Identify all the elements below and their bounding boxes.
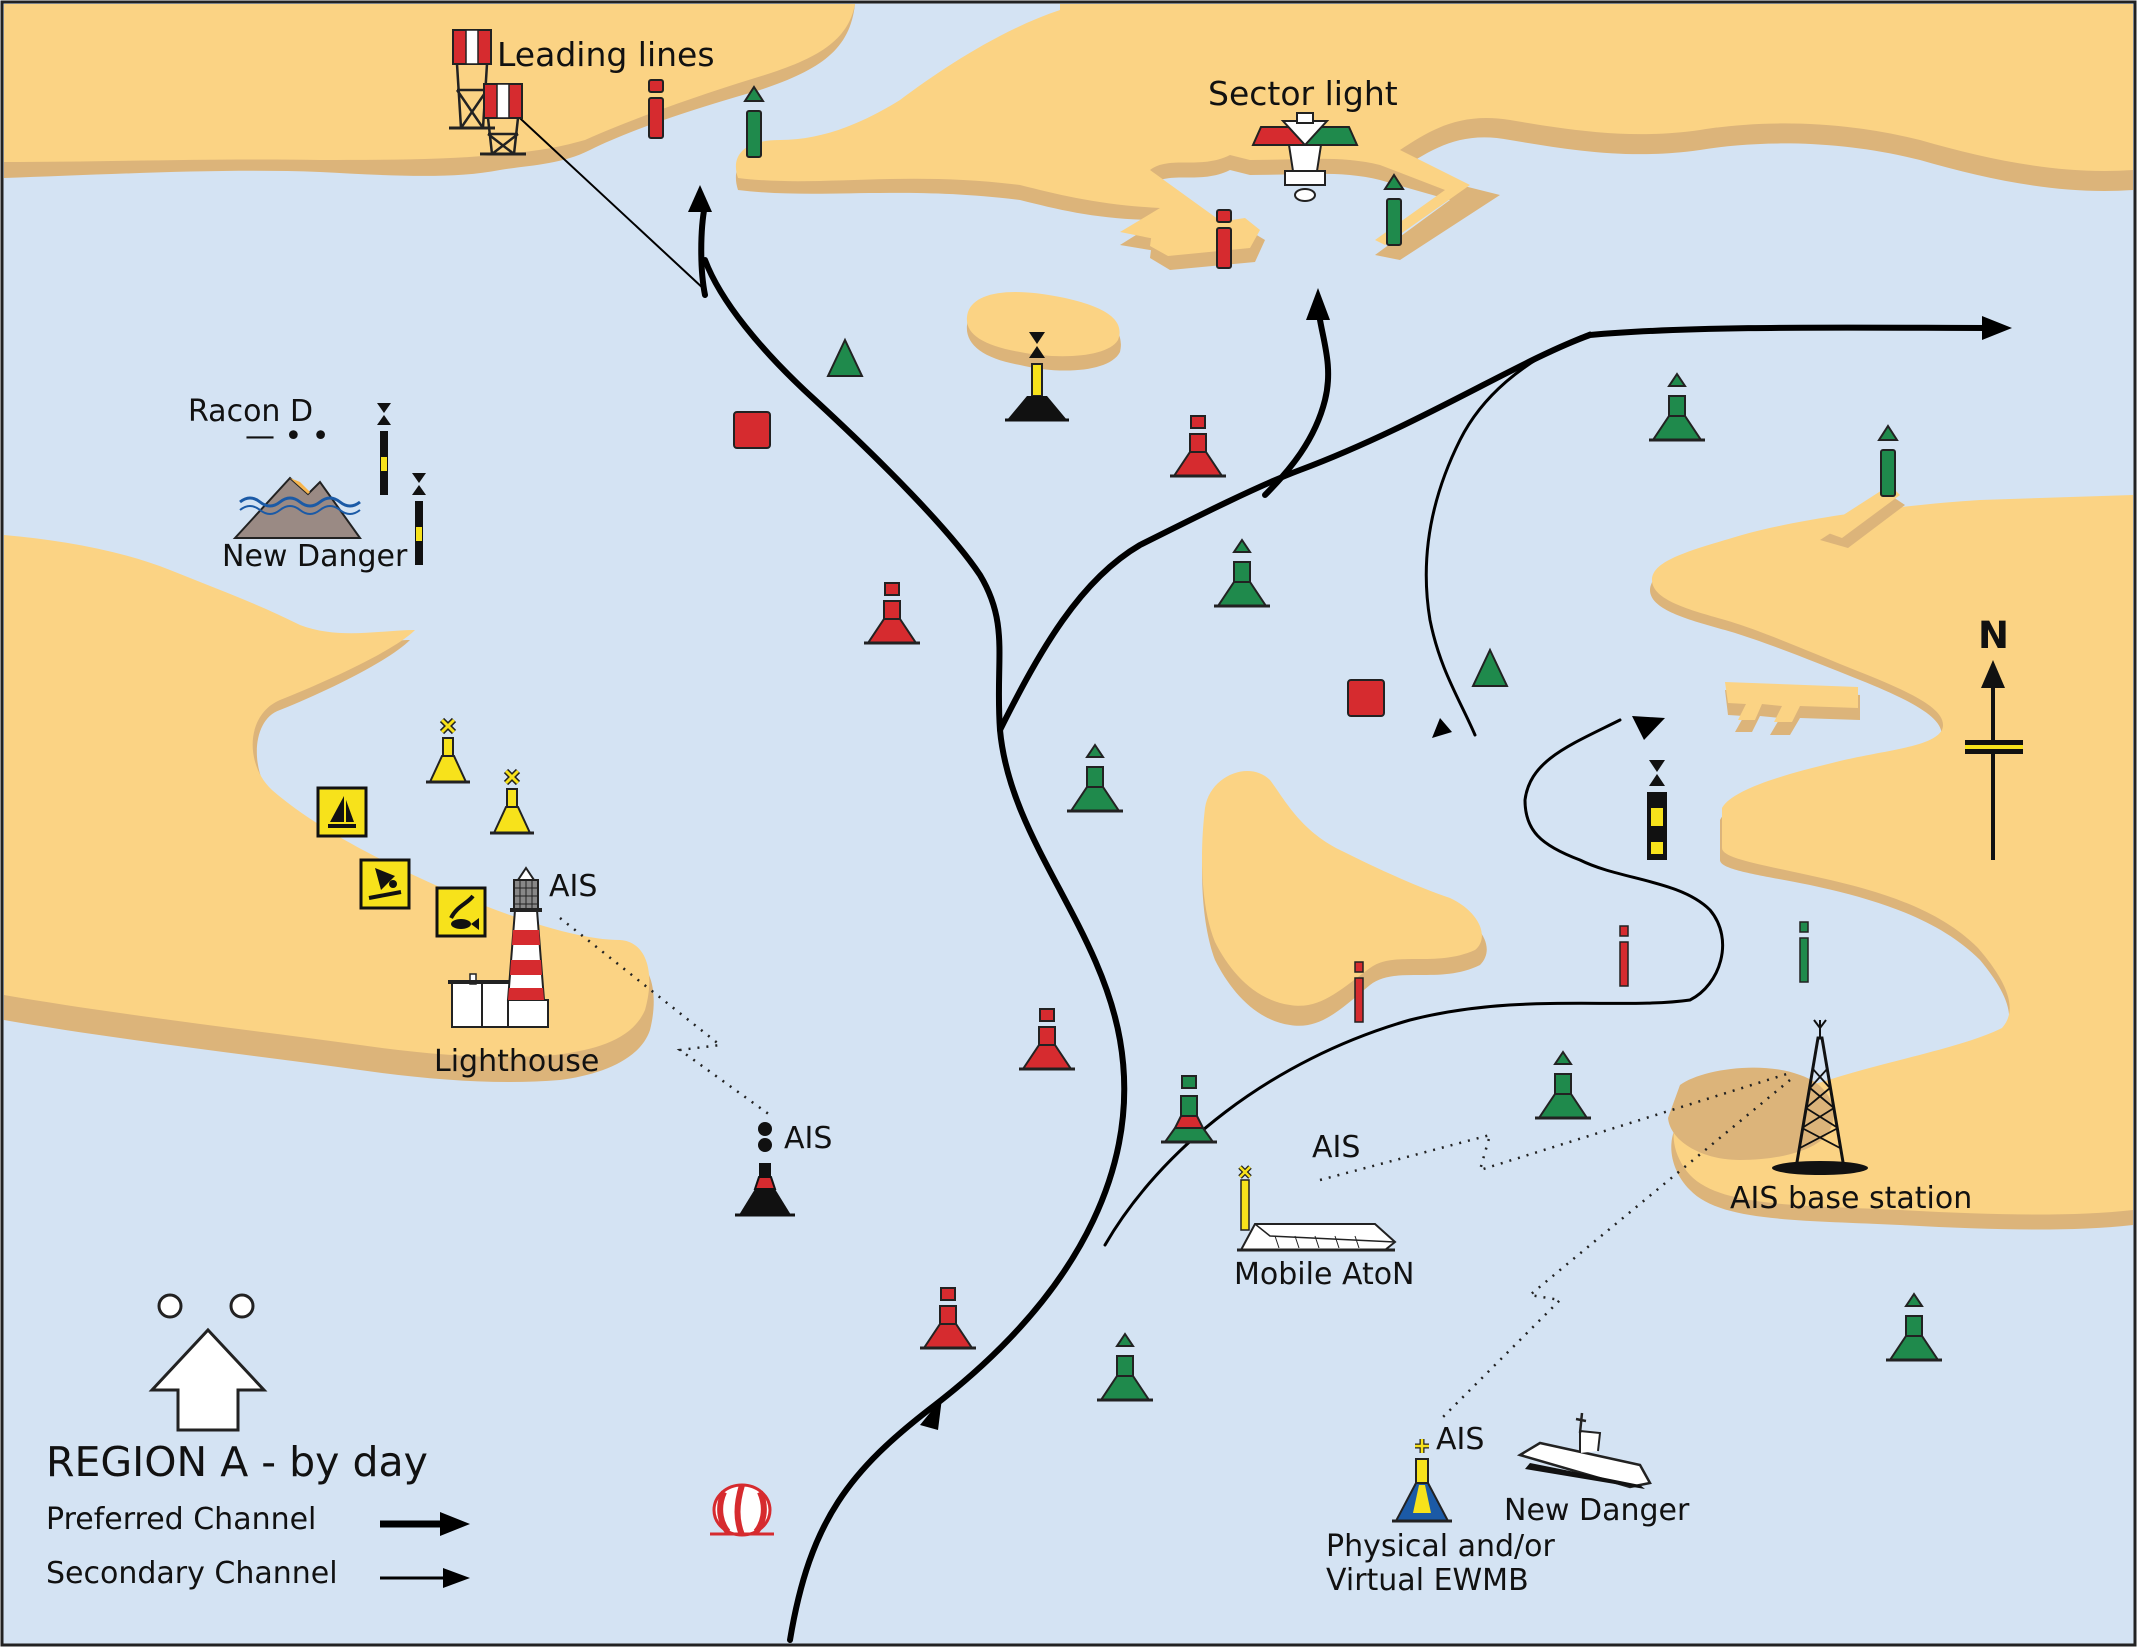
label-compass-north: N: [1978, 614, 2009, 657]
label-new-danger-top: New Danger: [222, 539, 408, 574]
label-ais-lighthouse: AIS: [549, 869, 597, 904]
port-can-buoy: [1347, 679, 1385, 717]
starboard-stake: [1878, 425, 1898, 497]
label-ais-mobile: AIS: [1312, 1130, 1360, 1165]
cardinal-mark: [1005, 332, 1069, 422]
label-new-danger-bottom: New Danger: [1504, 1493, 1690, 1528]
sector-light-icon: [1251, 112, 1359, 202]
label-ewmb-line1: Physical and/or: [1326, 1529, 1555, 1564]
legend-preferred-label: Preferred Channel: [46, 1502, 316, 1537]
isolated-danger-buoy: [735, 1122, 795, 1217]
port-spar-buoy: [1354, 961, 1364, 1023]
starboard-spar-buoy: [1799, 921, 1809, 983]
starboard-stake: [744, 86, 764, 158]
preferred-channel-buoy: [1161, 1075, 1217, 1144]
label-racon: Racon D: [188, 394, 313, 429]
diving-icon: [435, 886, 487, 938]
label-sector-light: Sector light: [1208, 74, 1398, 113]
windsurf-icon: [359, 858, 411, 910]
label-ais-base-station: AIS base station: [1730, 1181, 1972, 1216]
secondary-channel-route: [1103, 718, 1725, 1247]
label-mobile-aton: Mobile AtoN: [1234, 1257, 1415, 1292]
label-ais-ewmb: AIS: [1436, 1422, 1484, 1457]
port-spar-buoy: [1619, 925, 1629, 987]
starboard-stake: [1384, 174, 1404, 246]
leading-lines-marks: [449, 29, 526, 156]
radio-tower-icon: [1772, 1019, 1868, 1175]
wreck-icon: [1516, 1412, 1652, 1489]
sailing-icon: [316, 786, 368, 838]
legend-secondary-label: Secondary Channel: [46, 1556, 338, 1591]
north-arrow-icon: [1965, 660, 2023, 860]
label-racon-morse: — • •: [245, 419, 329, 454]
label-ais-buoy: AIS: [784, 1121, 832, 1156]
mobile-aton-icon: [1237, 1165, 1397, 1252]
label-leading-lines: Leading lines: [497, 35, 715, 74]
port-can-buoy: [733, 411, 771, 449]
label-ewmb-line2: Virtual EWMB: [1326, 1563, 1529, 1598]
preferred-channel-route: [702, 257, 1128, 1643]
main-channel-east: [997, 324, 2003, 733]
channel-routes: [494, 94, 2012, 1643]
land: [4, 4, 2133, 1230]
label-lighthouse: Lighthouse: [434, 1044, 599, 1079]
safe-water-sphere: [710, 1483, 774, 1537]
ais-links: [559, 917, 1791, 1421]
labels: Leading lines Sector light Racon D — • •…: [46, 35, 2009, 1598]
new-danger-marks: [377, 403, 1667, 860]
port-stake: [1216, 209, 1232, 269]
legend-title: REGION A - by day: [46, 1438, 428, 1486]
new-danger-rock-icon: [232, 476, 362, 539]
legend: [380, 1512, 470, 1588]
ewmb-buoy-icon: [1392, 1439, 1452, 1523]
port-stake: [648, 79, 664, 139]
direction-of-buoyage-icon: [148, 1293, 268, 1432]
lighthouse-icon: [448, 866, 549, 1028]
